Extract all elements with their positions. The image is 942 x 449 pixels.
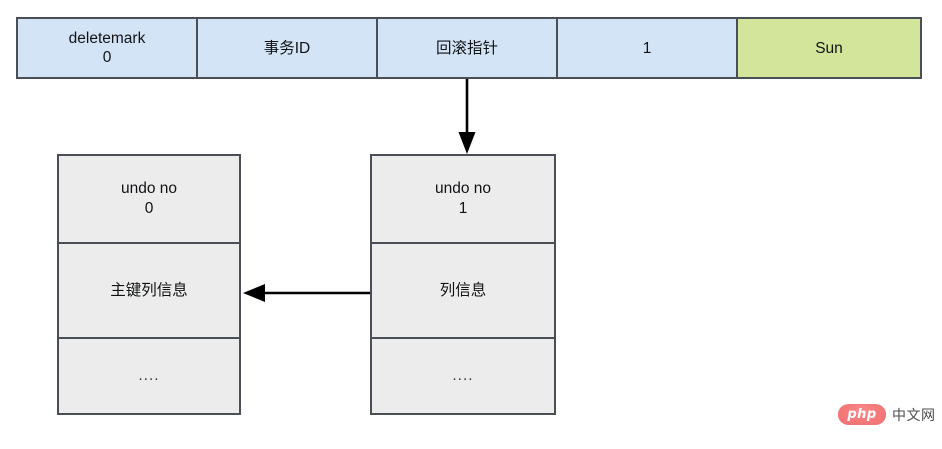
record-cell-rollback-pointer: 回滚指针 (378, 19, 558, 77)
php-logo-icon: php (838, 404, 886, 425)
watermark-label: 中文网 (892, 406, 936, 423)
undo-block-0-header: undo no 0 (59, 156, 239, 244)
undo-block-1-body: 列信息 (372, 244, 554, 339)
undo-block-1-footer: .... (372, 339, 554, 413)
record-cell-trx-id: 事务ID (198, 19, 378, 77)
undo-block-0: undo no 0 主键列信息 .... (57, 154, 241, 415)
undo-block-1-header: undo no 1 (372, 156, 554, 244)
record-cell-sun: Sun (738, 19, 920, 77)
php-logo-text: php (847, 407, 877, 422)
undo-block-1-ellipsis: .... (452, 367, 474, 384)
rollback-pointer-arrow (458, 79, 476, 154)
record-cell-deletemark: deletemark 0 (18, 19, 198, 77)
record-cell-value: 1 (558, 19, 738, 77)
undo-chain-arrow (243, 284, 370, 302)
undo-block-0-footer: .... (59, 339, 239, 413)
record-row: deletemark 0 事务ID 回滚指针 1 Sun (16, 17, 922, 79)
watermark: php 中文网 (838, 404, 936, 425)
undo-block-0-body: 主键列信息 (59, 244, 239, 339)
undo-block-0-ellipsis: .... (138, 367, 160, 384)
undo-block-1: undo no 1 列信息 .... (370, 154, 556, 415)
